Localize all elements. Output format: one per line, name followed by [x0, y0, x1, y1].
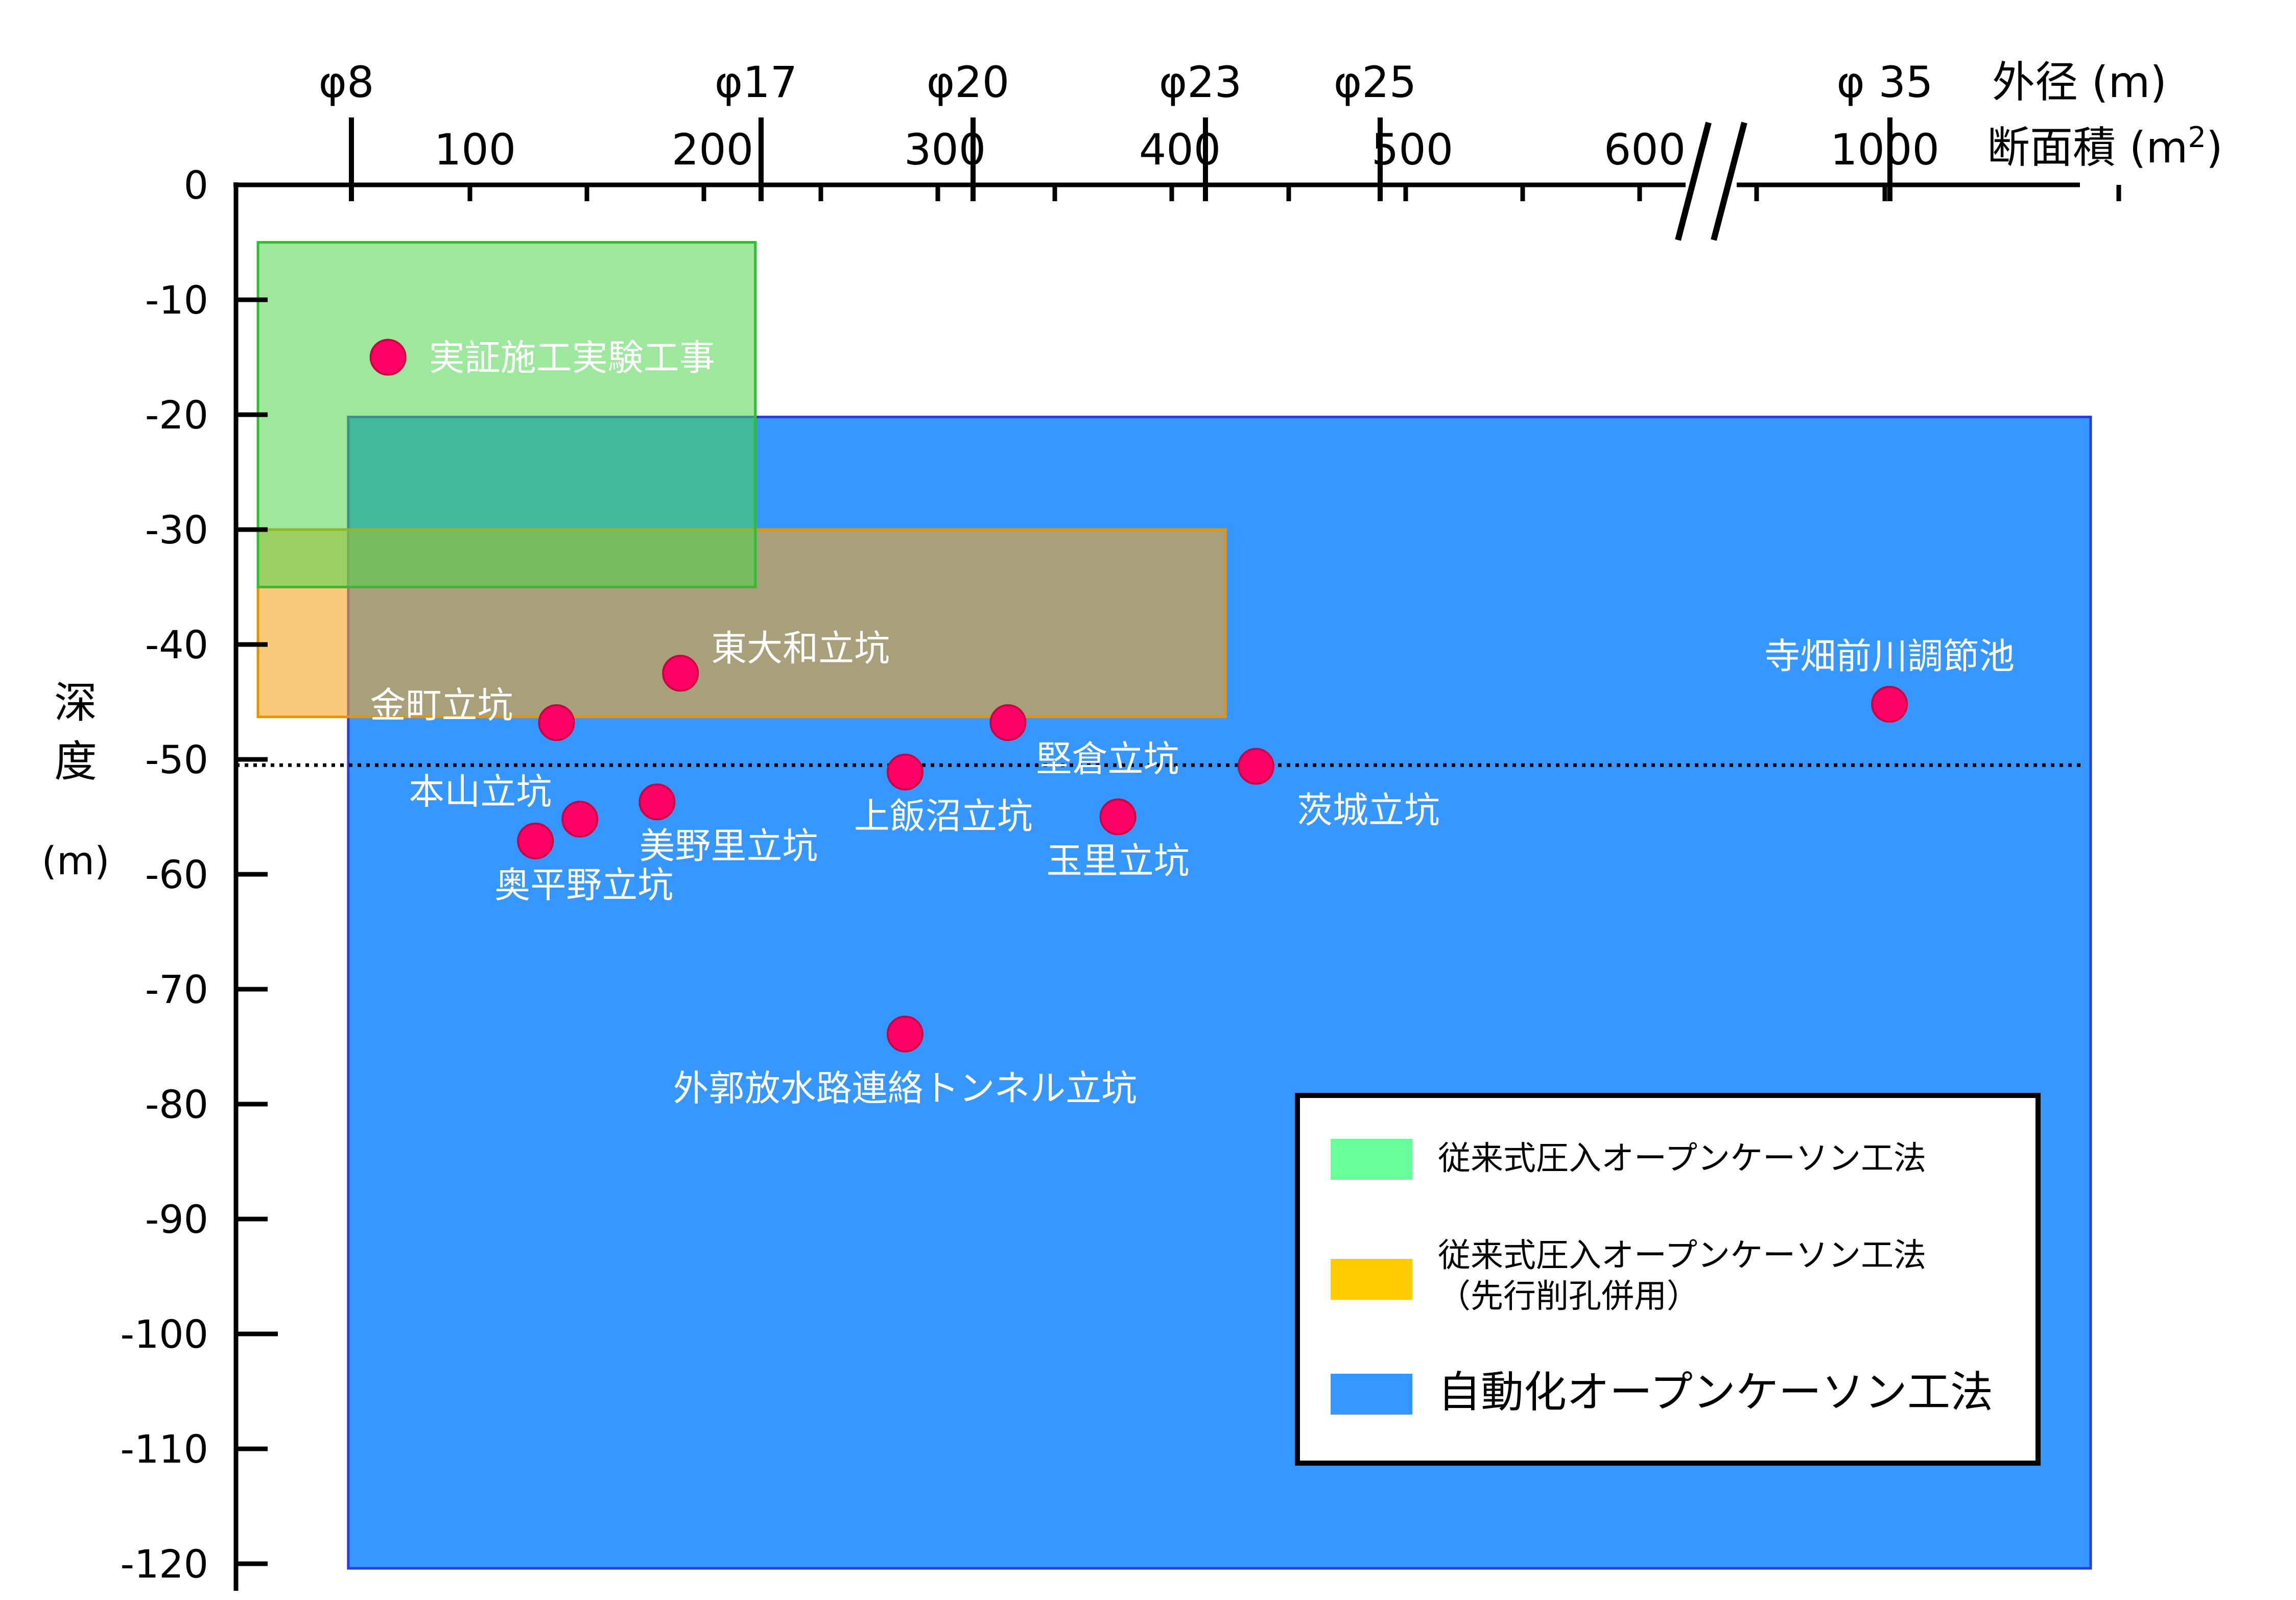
- point-label: 金町立坑: [370, 684, 513, 726]
- region-0: [256, 241, 757, 588]
- diameter-tick-label: φ25: [1334, 57, 1416, 107]
- point-label: 奥平野立坑: [494, 864, 673, 906]
- legend-label: 自動化オープンケーソン工法: [1438, 1367, 1993, 1417]
- point-label: 本山立坑: [409, 771, 552, 813]
- point-marker: [1871, 686, 1908, 723]
- diameter-tick-label: φ20: [927, 57, 1009, 107]
- point-label: 東大和立坑: [711, 627, 890, 669]
- y-tick-label: -50: [145, 737, 208, 782]
- y-axis-label-unit: (m): [41, 838, 109, 883]
- diameter-tick-label: φ8: [319, 57, 374, 107]
- area-tick-label: 600: [1604, 125, 1686, 175]
- legend-swatch: [1331, 1139, 1412, 1180]
- point-label: 実証施工実験工事: [429, 337, 715, 379]
- point-marker: [886, 1015, 924, 1053]
- axis-break-mark: [1711, 122, 1747, 241]
- point-marker: [517, 822, 554, 859]
- legend-label: 従来式圧入オープンケーソン工法: [1438, 1237, 1926, 1275]
- y-tick-label: -30: [145, 507, 208, 553]
- area-tick-label: 1000: [1830, 125, 1939, 175]
- point-label: 美野里立坑: [639, 825, 818, 867]
- legend: 従来式圧入オープンケーソン工法従来式圧入オープンケーソン工法（先行削孔併用）自動…: [1295, 1093, 2041, 1466]
- legend-label: 従来式圧入オープンケーソン工法: [1438, 1140, 1926, 1178]
- point-marker: [1237, 748, 1274, 785]
- area-tick-label: 100: [434, 125, 516, 175]
- diameter-tick-label: φ17: [715, 57, 797, 107]
- y-tick-label: -110: [121, 1426, 208, 1472]
- point-marker: [538, 704, 575, 741]
- y-tick-label: -10: [145, 277, 208, 323]
- area-axis-label: 断面積 (m2): [1987, 121, 2223, 173]
- y-tick-label: -40: [145, 622, 208, 667]
- y-tick-label: 0: [184, 162, 208, 208]
- axes: 0 -10 -20 -30 -40 -50 -60 -70 -80 -90 -100 -110 -120…: [41, 57, 2223, 1591]
- legend-swatch: [1331, 1259, 1412, 1300]
- y-tick-label: -80: [145, 1082, 208, 1127]
- y-tick-label: -70: [145, 967, 208, 1012]
- point-label: 玉里立坑: [1047, 840, 1190, 882]
- legend-label: （先行削孔併用）: [1438, 1278, 1699, 1316]
- diameter-axis-label: 外径 (m): [1992, 57, 2167, 107]
- area-tick-label: 200: [672, 125, 753, 175]
- point-label: 堅倉立坑: [1036, 738, 1179, 780]
- area-tick-label: 500: [1371, 125, 1453, 175]
- data-points: 実証施工実験工事東大和立坑金町立坑本山立坑奥平野立坑美野里立坑上飯沼立坑堅倉立坑…: [369, 337, 2015, 1109]
- y-tick-label: -60: [145, 852, 208, 897]
- method-regions: [256, 241, 2092, 1570]
- legend-box: [1295, 1093, 2041, 1466]
- y-tick-label: -100: [121, 1311, 208, 1357]
- point-marker: [886, 753, 924, 791]
- point-marker: [369, 339, 407, 376]
- area-tick-label: 400: [1139, 125, 1221, 175]
- legend-swatch: [1331, 1374, 1412, 1415]
- point-label: 外郭放水路連絡トンネル立坑: [673, 1067, 1138, 1109]
- diameter-tick-label: φ 35: [1837, 57, 1933, 107]
- point-label: 寺畑前川調節池: [1764, 635, 2015, 677]
- axis-break-mark: [1675, 122, 1712, 241]
- y-tick-label: -120: [121, 1541, 208, 1587]
- point-marker: [561, 801, 599, 838]
- y-tick-label: -90: [145, 1197, 208, 1242]
- y-axis-label-1: 深: [54, 678, 97, 728]
- y-axis-label-2: 度: [54, 736, 97, 786]
- y-tick-label: -20: [145, 392, 208, 438]
- point-marker: [638, 783, 676, 821]
- point-label: 茨城立坑: [1297, 790, 1440, 831]
- point-marker: [1099, 798, 1137, 835]
- point-label: 上飯沼立坑: [854, 795, 1033, 837]
- diameter-tick-label: φ23: [1159, 57, 1242, 107]
- point-marker: [662, 655, 699, 692]
- point-marker: [989, 704, 1027, 741]
